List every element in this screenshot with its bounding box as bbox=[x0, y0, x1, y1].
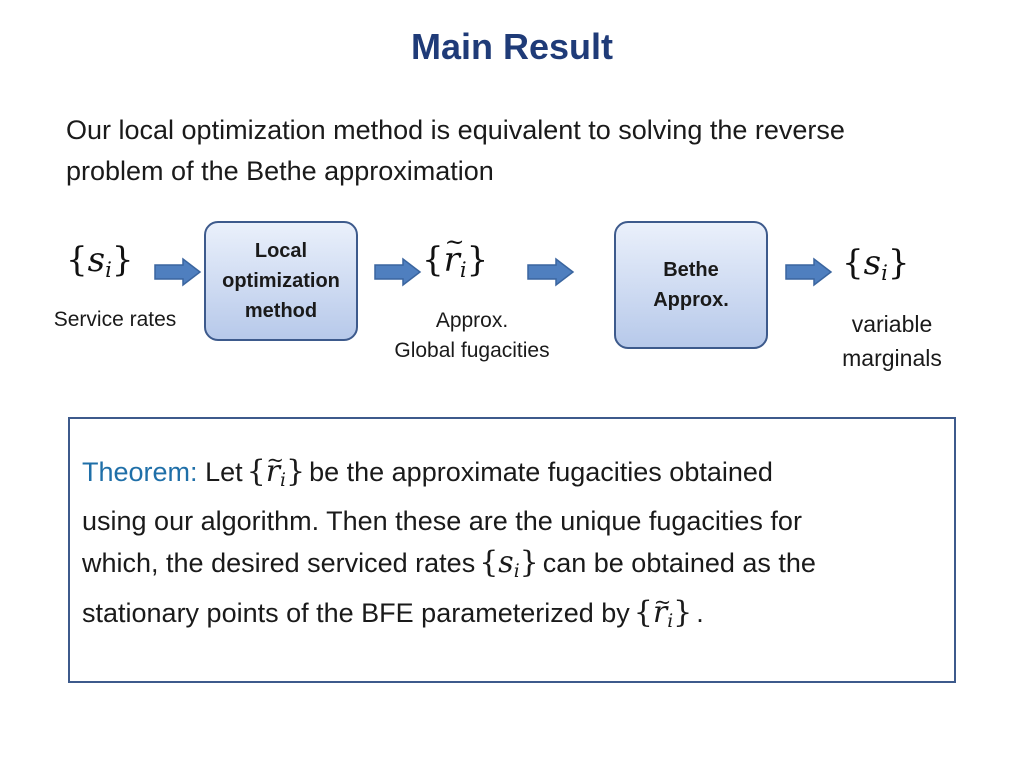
arrow-1 bbox=[154, 257, 202, 287]
intro-text: Our local optimization method is equival… bbox=[66, 115, 845, 186]
marginals-caption: variable marginals bbox=[842, 311, 942, 371]
bethe-approx-box: Bethe Approx. bbox=[614, 221, 768, 349]
local-optimization-box: Local optimization method bbox=[204, 221, 358, 341]
service-rates-set: {si} bbox=[66, 240, 134, 282]
fugacities-set: {ri} bbox=[422, 231, 488, 280]
r-tilde-symbol-2: {ri} bbox=[634, 581, 692, 642]
theorem-text: Theorem: Let{ri}be the approximate fugac… bbox=[82, 440, 942, 643]
arrow-2 bbox=[374, 257, 422, 287]
theorem-line-3: which, the desired serviced rates{si}can… bbox=[82, 542, 942, 592]
marginals-set: {si} bbox=[842, 243, 910, 285]
s-symbol: {si} bbox=[479, 545, 539, 583]
theorem-label: Theorem: bbox=[82, 457, 198, 487]
arrow-4 bbox=[785, 257, 833, 287]
fugacities-caption: Approx. Global fugacities bbox=[394, 309, 550, 362]
arrow-3 bbox=[527, 257, 575, 287]
r-tilde-symbol: {ri} bbox=[247, 440, 305, 501]
slide-title: Main Result bbox=[410, 26, 614, 67]
theorem-box bbox=[68, 417, 956, 683]
theorem-line-4: stationary points of the BFE parameteriz… bbox=[82, 581, 942, 642]
theorem-line-1: Theorem: Let{ri}be the approximate fugac… bbox=[82, 440, 942, 501]
service-rates-caption: Service rates bbox=[53, 308, 177, 331]
theorem-line-2: using our algorithm. Then these are the … bbox=[82, 506, 802, 537]
